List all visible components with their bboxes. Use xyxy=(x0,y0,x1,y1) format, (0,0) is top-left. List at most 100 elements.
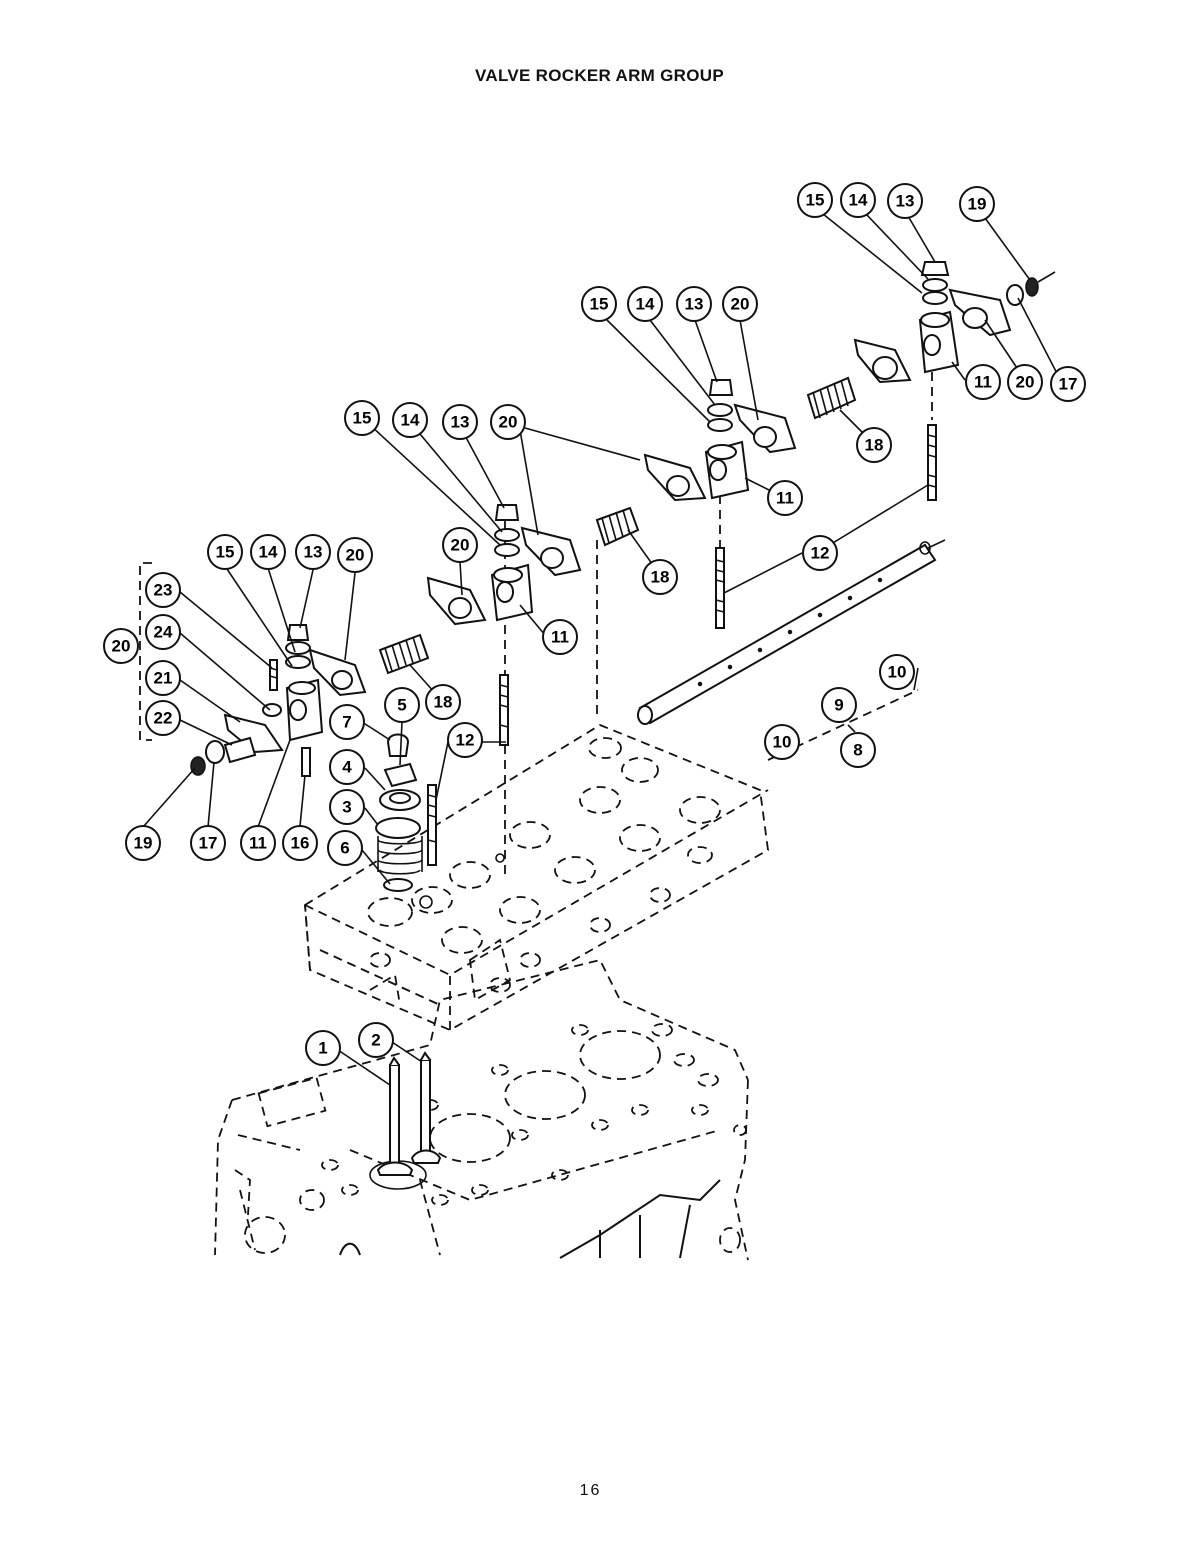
svg-text:16: 16 xyxy=(291,834,310,853)
callout-7: 7 xyxy=(329,704,365,740)
callout-20: 20 xyxy=(337,537,373,573)
svg-text:2: 2 xyxy=(371,1031,380,1050)
svg-text:11: 11 xyxy=(249,834,267,853)
callout-20: 20 xyxy=(490,404,526,440)
callout-19: 19 xyxy=(959,186,995,222)
callout-17: 17 xyxy=(1050,366,1086,402)
svg-text:23: 23 xyxy=(154,581,173,600)
svg-text:20: 20 xyxy=(499,413,518,432)
svg-text:15: 15 xyxy=(590,295,609,314)
svg-text:19: 19 xyxy=(968,195,987,214)
callout-24: 24 xyxy=(145,614,181,650)
svg-text:5: 5 xyxy=(397,696,406,715)
callout-5: 5 xyxy=(384,687,420,723)
rocker-assembly-1 xyxy=(190,624,367,776)
callout-12: 12 xyxy=(447,722,483,758)
svg-text:20: 20 xyxy=(1016,373,1035,392)
callout-13: 13 xyxy=(676,286,712,322)
cylinder-head xyxy=(304,723,769,1032)
rocker-assembly-4 xyxy=(853,261,1056,384)
callout-15: 15 xyxy=(797,182,833,218)
svg-text:22: 22 xyxy=(154,709,173,728)
callout-18: 18 xyxy=(425,684,461,720)
svg-text:11: 11 xyxy=(974,373,992,392)
callout-15: 15 xyxy=(344,400,380,436)
spring-18-b xyxy=(595,506,640,547)
callout-10: 10 xyxy=(879,654,915,690)
svg-text:20: 20 xyxy=(451,536,470,555)
callout-15: 15 xyxy=(207,534,243,570)
callout-11: 11 xyxy=(767,480,803,516)
svg-text:14: 14 xyxy=(259,543,278,562)
callout-18: 18 xyxy=(856,427,892,463)
svg-text:19: 19 xyxy=(134,834,153,853)
callout-10: 10 xyxy=(764,724,800,760)
svg-text:15: 15 xyxy=(353,409,372,428)
svg-text:10: 10 xyxy=(888,663,907,682)
rocker-assembly-3 xyxy=(643,379,797,502)
callout-11: 11 xyxy=(240,825,276,861)
callout-22: 22 xyxy=(145,700,181,736)
callout-16: 16 xyxy=(282,825,318,861)
spring-18-a xyxy=(806,376,857,420)
svg-text:13: 13 xyxy=(451,413,470,432)
svg-text:15: 15 xyxy=(806,191,825,210)
svg-text:18: 18 xyxy=(865,436,884,455)
leader-lines xyxy=(139,213,1064,1086)
callout-13: 13 xyxy=(295,534,331,570)
studs xyxy=(269,424,937,866)
page-number: 16 xyxy=(579,1482,602,1499)
page-title: VALVE ROCKER ARM GROUP xyxy=(474,66,725,85)
callout-2: 2 xyxy=(358,1022,394,1058)
svg-text:6: 6 xyxy=(340,839,349,858)
svg-text:21: 21 xyxy=(154,669,173,688)
callout-23: 23 xyxy=(145,572,181,608)
callout-9: 9 xyxy=(821,687,857,723)
svg-text:11: 11 xyxy=(551,628,569,647)
callout-15: 15 xyxy=(581,286,617,322)
callout-14: 14 xyxy=(392,402,428,438)
callout-11: 11 xyxy=(542,619,578,655)
svg-text:12: 12 xyxy=(456,731,475,750)
svg-text:17: 17 xyxy=(199,834,218,853)
callout-18: 18 xyxy=(642,559,678,595)
callout-4: 4 xyxy=(329,749,365,785)
svg-text:18: 18 xyxy=(651,568,670,587)
svg-text:20: 20 xyxy=(346,546,365,565)
svg-text:8: 8 xyxy=(853,741,862,760)
svg-text:17: 17 xyxy=(1059,375,1078,394)
svg-text:13: 13 xyxy=(304,543,323,562)
svg-text:9: 9 xyxy=(834,696,843,715)
callouts: 15 14 13 19 15 14 13 20 11 20 17 15 14 1… xyxy=(103,182,1086,1066)
svg-text:24: 24 xyxy=(154,623,173,642)
svg-text:12: 12 xyxy=(811,544,830,563)
svg-text:14: 14 xyxy=(401,411,420,430)
callout-1: 1 xyxy=(305,1030,341,1066)
valves xyxy=(376,1051,442,1176)
callout-14: 14 xyxy=(840,182,876,218)
callout-6: 6 xyxy=(327,830,363,866)
svg-text:15: 15 xyxy=(216,543,235,562)
callout-12: 12 xyxy=(802,535,838,571)
callout-11: 11 xyxy=(965,364,1001,400)
callout-13: 13 xyxy=(442,404,478,440)
callout-13: 13 xyxy=(887,183,923,219)
callout-21: 21 xyxy=(145,660,181,696)
svg-text:10: 10 xyxy=(773,733,792,752)
valve-parts xyxy=(375,733,423,892)
callout-3: 3 xyxy=(329,789,365,825)
callout-20: 20 xyxy=(442,527,478,563)
spring-18-c xyxy=(378,633,430,675)
svg-text:4: 4 xyxy=(342,758,352,777)
svg-text:20: 20 xyxy=(731,295,750,314)
engine-block xyxy=(214,958,749,1261)
callout-14: 14 xyxy=(250,534,286,570)
callout-20: 20 xyxy=(722,286,758,322)
svg-text:14: 14 xyxy=(849,191,868,210)
callout-20: 20 xyxy=(103,628,139,664)
callout-20: 20 xyxy=(1007,364,1043,400)
svg-text:13: 13 xyxy=(685,295,704,314)
callout-8: 8 xyxy=(840,732,876,768)
callout-19: 19 xyxy=(125,825,161,861)
